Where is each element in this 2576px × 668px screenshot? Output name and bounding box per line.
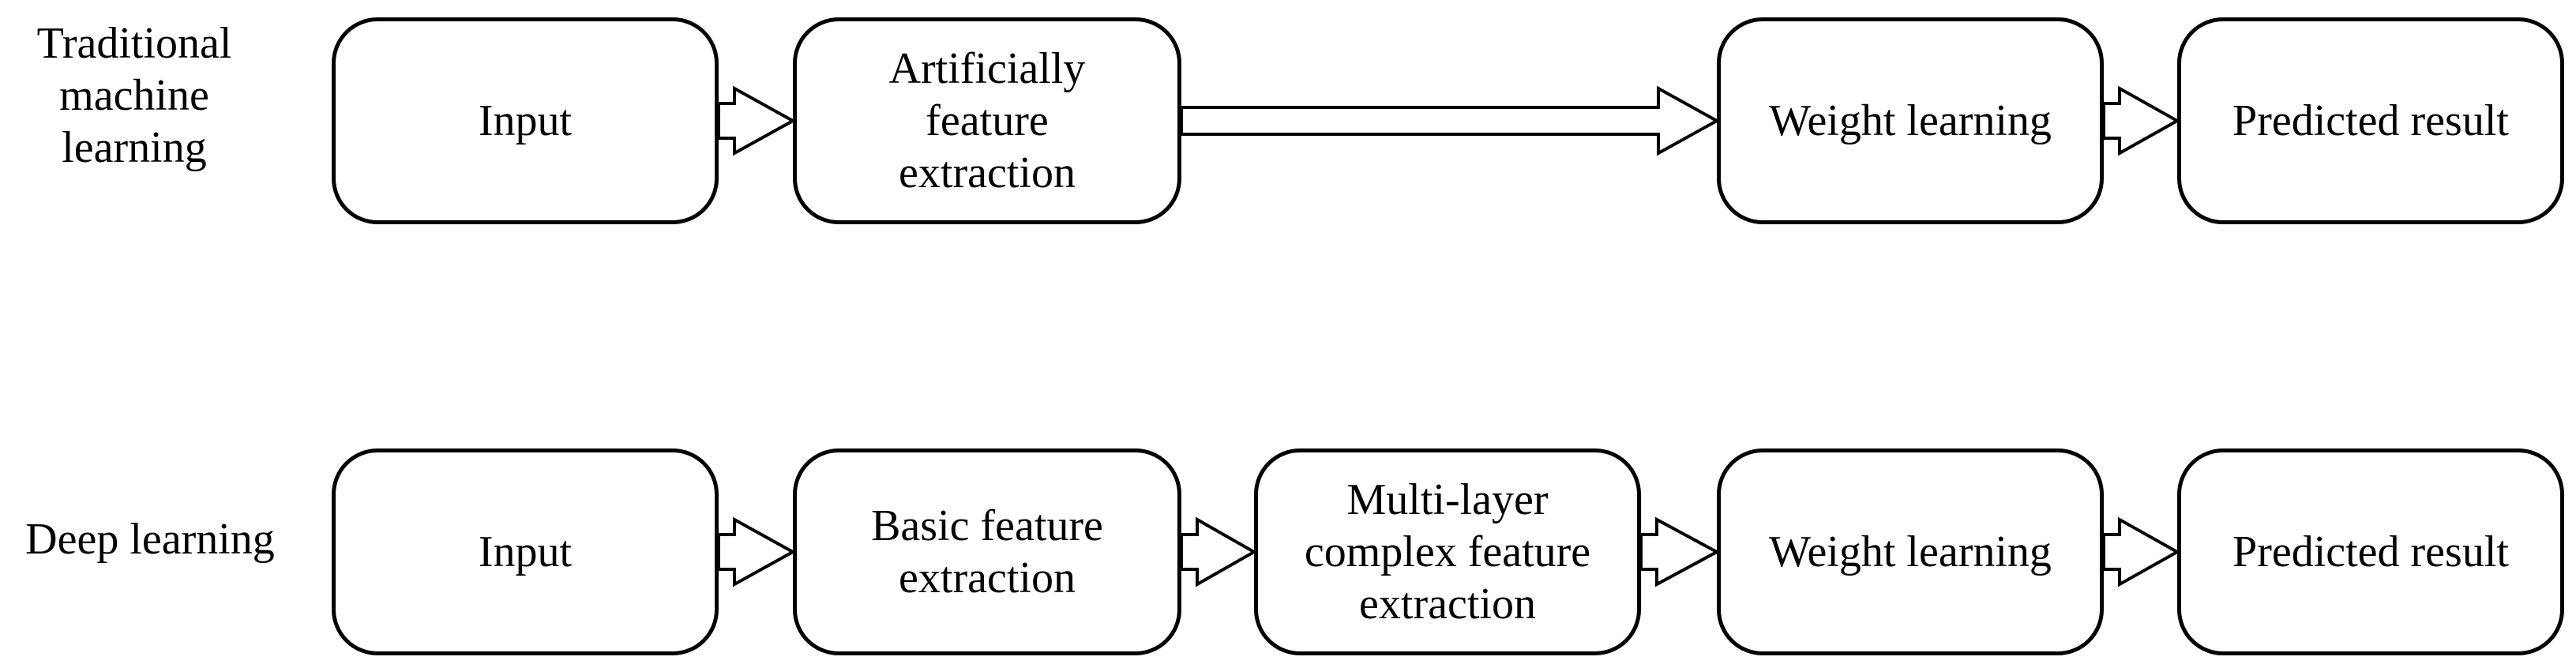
row-label-deep: Deep learning bbox=[25, 515, 275, 564]
arrow-weight-learning-to-predicted-result bbox=[2102, 85, 2181, 156]
row-label-traditional: Traditional machine learning bbox=[36, 19, 232, 172]
arrow-basic-to-complex-extraction bbox=[1180, 516, 1258, 587]
node-traditional-feature-extraction: Artificially feature extraction bbox=[793, 17, 1181, 224]
node-label: Input bbox=[478, 527, 573, 576]
arrow-deep-input-to-basic-extraction bbox=[717, 516, 797, 587]
arrow-input-to-feature-extraction bbox=[717, 85, 797, 156]
node-deep-complex-feature-extraction: Multi-layer complex feature extraction bbox=[1254, 448, 1641, 655]
node-label: Predicted result bbox=[2232, 527, 2509, 576]
node-deep-predicted-result: Predicted result bbox=[2177, 448, 2564, 655]
node-deep-basic-feature-extraction: Basic feature extraction bbox=[793, 448, 1181, 655]
node-label: Weight learning bbox=[1769, 96, 2052, 145]
node-deep-input: Input bbox=[332, 448, 719, 655]
arrow-feature-extraction-to-weight-learning bbox=[1180, 85, 1721, 156]
arrow-complex-extraction-to-weight-learning bbox=[1639, 516, 1721, 587]
node-traditional-predicted-result: Predicted result bbox=[2177, 17, 2564, 224]
node-label: Artificially feature extraction bbox=[888, 44, 1086, 197]
node-label: Basic feature extraction bbox=[871, 501, 1103, 602]
node-deep-weight-learning: Weight learning bbox=[1717, 448, 2104, 655]
node-label: Multi-layer complex feature extraction bbox=[1304, 475, 1591, 629]
arrow-deep-weight-learning-to-predicted-result bbox=[2102, 516, 2181, 587]
node-label: Weight learning bbox=[1769, 527, 2052, 576]
node-traditional-input: Input bbox=[332, 17, 719, 224]
node-label: Predicted result bbox=[2232, 96, 2509, 145]
node-traditional-weight-learning: Weight learning bbox=[1717, 17, 2104, 224]
node-label: Input bbox=[478, 96, 573, 145]
